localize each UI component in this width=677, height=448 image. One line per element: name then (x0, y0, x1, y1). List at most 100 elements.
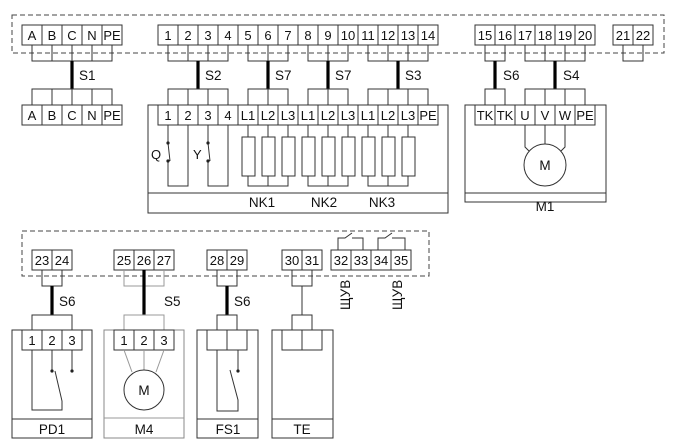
terminal-label: 23 (35, 253, 49, 268)
device-label: PD1 (39, 422, 65, 437)
contact-q: Q (151, 125, 189, 187)
terminal[interactable] (206, 329, 228, 351)
cable-s5: S5 (123, 270, 181, 330)
terminal-label: L1 (301, 108, 315, 123)
cable-label: S7 (335, 68, 352, 83)
terminal-label: A (28, 28, 37, 43)
cable-te (291, 270, 313, 330)
supply-terminals: A B C N PE (21, 104, 123, 126)
terminal-label: 22 (636, 28, 650, 43)
terminal-label: 3 (204, 28, 211, 43)
terminal-label: 4 (224, 108, 231, 123)
cable-s3: S3 (367, 45, 429, 105)
terminal[interactable] (417, 104, 439, 126)
cable-label: S6 (503, 68, 520, 83)
cable-s6-pd1: S6 (31, 270, 76, 330)
device-te: TE (271, 329, 334, 439)
terminal-label: 7 (284, 28, 291, 43)
heating-element-nk2 (301, 125, 356, 187)
terminal-label: L2 (381, 108, 395, 123)
terminal-label: 5 (244, 28, 251, 43)
terminal-label: 28 (210, 253, 224, 268)
terminal-label: 8 (304, 28, 311, 43)
cable-label: S6 (234, 294, 251, 309)
terminal-label: C (67, 28, 76, 43)
terminal-label: 26 (137, 253, 151, 268)
terminal[interactable] (281, 329, 303, 351)
terminal-block-spare: 21 22 (612, 24, 654, 62)
terminal-label: PE (419, 108, 437, 123)
heating-element-nk1 (241, 125, 296, 187)
contact-label: Q (151, 147, 161, 162)
terminal-label: L2 (261, 108, 275, 123)
terminal-label: 4 (224, 28, 231, 43)
terminal-label: L1 (241, 108, 255, 123)
terminal-label: B (48, 108, 57, 123)
cable-s6-fs1: S6 (216, 270, 251, 330)
cable-label: S7 (275, 68, 292, 83)
cable-label: S6 (59, 294, 76, 309)
terminal-label: 33 (354, 253, 368, 268)
motor-symbol: M (138, 383, 149, 398)
terminal-block-te: 30 31 (281, 249, 323, 271)
terminal-label: 35 (394, 253, 408, 268)
cable-s7-nk2: S7 (307, 45, 352, 105)
terminal[interactable] (574, 104, 596, 126)
cable-label: S5 (164, 294, 181, 309)
flow-switch-icon (216, 350, 239, 412)
terminal-label: 3 (160, 333, 167, 348)
terminal-label: 2 (140, 333, 147, 348)
terminal-block-heater: 1 2 3 4 5 6 7 8 9 10 11 12 13 14 (157, 24, 439, 46)
terminal-label: V (541, 108, 550, 123)
cable-label: S2 (205, 68, 222, 83)
terminal[interactable] (101, 104, 123, 126)
terminal-label: 3 (68, 333, 75, 348)
shuv-label: ЩУВ (390, 280, 405, 310)
terminal-label: 27 (157, 253, 171, 268)
device-label: M4 (135, 422, 154, 437)
terminal-label: 2 (184, 108, 191, 123)
terminal-label: 3 (204, 108, 211, 123)
terminal-label: B (48, 28, 57, 43)
terminal[interactable] (301, 329, 323, 351)
terminal-label: 1 (28, 333, 35, 348)
control-panel-bottom-boundary (21, 230, 430, 277)
terminal-label: PE (576, 108, 594, 123)
cable-label: S4 (563, 68, 580, 83)
cable-label: S1 (79, 68, 96, 83)
terminal-label: 9 (324, 28, 331, 43)
terminal-block-fs: 28 29 (206, 249, 248, 271)
device-pd1: 1 2 3 PD1 (11, 329, 93, 439)
terminal-label: PE (103, 28, 121, 43)
terminal-label: TK (477, 108, 494, 123)
terminal-label: N (87, 28, 96, 43)
terminal-label: N (87, 108, 96, 123)
terminal-label: 19 (558, 28, 572, 43)
terminal-label: 13 (401, 28, 415, 43)
terminal-label: L3 (281, 108, 295, 123)
terminal-label: 1 (120, 333, 127, 348)
terminal-block-m4: 25 26 27 (113, 249, 175, 271)
cable-s4: S4 (524, 45, 586, 105)
device-fs1: FS1 (196, 329, 259, 439)
motor-unit-label: M1 (536, 199, 555, 214)
heater-label-nk3: NK3 (369, 195, 395, 210)
terminal-label: 6 (264, 28, 271, 43)
motor-icon (123, 369, 165, 411)
terminal-label: L2 (321, 108, 335, 123)
terminal[interactable] (226, 329, 248, 351)
terminal-label: L1 (361, 108, 375, 123)
terminal[interactable] (390, 249, 412, 271)
terminal-label: 25 (117, 253, 131, 268)
heater-label-nk2: NK2 (311, 195, 337, 210)
motor-unit-m1: TK TK U V W PE M M1 (464, 104, 607, 214)
terminal-block-power: A B C N PE (21, 24, 123, 46)
terminal-label: 1 (164, 108, 171, 123)
terminal-label: 29 (230, 253, 244, 268)
cable-s7-nk1: S7 (247, 45, 292, 105)
control-panel-top-boundary (11, 14, 665, 54)
terminal-label: U (520, 108, 529, 123)
terminal-label: 15 (478, 28, 492, 43)
terminal-label: C (67, 108, 76, 123)
